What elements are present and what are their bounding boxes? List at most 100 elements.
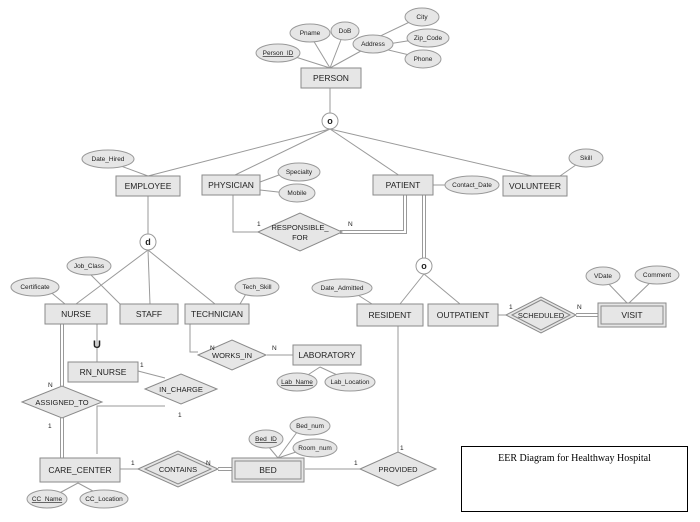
attr-date-hired: Date_Hired xyxy=(81,149,135,169)
svg-text:Date_Admitted: Date_Admitted xyxy=(321,285,364,292)
entity-resident: RESIDENT xyxy=(356,303,424,327)
rel-scheduled: SCHEDULED xyxy=(504,296,578,334)
svg-text:1: 1 xyxy=(140,362,144,369)
rel-works-in: WORKS_IN xyxy=(196,339,268,371)
attr-city: City xyxy=(404,7,440,27)
entity-person: PERSON xyxy=(300,67,362,89)
svg-text:VDate: VDate xyxy=(594,273,612,280)
svg-text:o: o xyxy=(421,261,427,271)
svg-text:LABORATORY: LABORATORY xyxy=(298,350,355,360)
svg-text:1: 1 xyxy=(48,423,52,430)
svg-text:RESIDENT: RESIDENT xyxy=(369,310,412,320)
rel-contains: CONTAINS xyxy=(136,450,220,488)
svg-text:Room_num: Room_num xyxy=(298,445,332,452)
attr-dob: DoB xyxy=(330,21,360,41)
attr-lab-name: Lab_Name xyxy=(276,372,318,392)
svg-text:PATIENT: PATIENT xyxy=(386,180,421,190)
svg-text:o: o xyxy=(327,116,333,126)
svg-text:CC_Name: CC_Name xyxy=(32,496,63,503)
svg-text:N: N xyxy=(48,382,53,389)
entity-care-center: CARE_CENTER xyxy=(39,457,121,483)
attr-specialty: Specialty xyxy=(277,162,321,182)
attr-cc-name: CC_Name xyxy=(26,489,68,509)
attr-room-num: Room_num xyxy=(292,438,338,458)
svg-text:Job_Class: Job_Class xyxy=(74,263,105,270)
rel-responsible-for: RESPONSIBLE_ FOR xyxy=(256,212,344,252)
entity-visit: VISIT xyxy=(597,302,667,328)
svg-text:Person_ID: Person_ID xyxy=(263,50,294,57)
svg-text:City: City xyxy=(416,14,428,21)
svg-text:1: 1 xyxy=(257,221,261,228)
svg-text:CONTAINS: CONTAINS xyxy=(159,465,197,474)
attr-skill: Skill xyxy=(568,148,604,168)
svg-text:d: d xyxy=(145,237,151,247)
svg-text:TECHNICIAN: TECHNICIAN xyxy=(191,309,243,319)
svg-text:VISIT: VISIT xyxy=(621,310,642,320)
svg-text:ASSIGNED_TO: ASSIGNED_TO xyxy=(35,398,88,407)
svg-text:Zip_Code: Zip_Code xyxy=(414,35,443,42)
svg-text:PROVIDED: PROVIDED xyxy=(378,465,418,474)
svg-text:Date_Hired: Date_Hired xyxy=(92,156,125,163)
diagram-title-box: EER Diagram for Healthway Hospital xyxy=(461,446,688,512)
svg-text:Mobile: Mobile xyxy=(287,190,307,197)
attr-zip-code: Zip_Code xyxy=(406,28,450,48)
svg-text:Bed_num: Bed_num xyxy=(296,423,324,430)
attr-lab-location: Lab_Location xyxy=(324,372,376,392)
svg-text:STAFF: STAFF xyxy=(136,309,162,319)
attr-phone: Phone xyxy=(404,49,442,69)
svg-text:N: N xyxy=(348,221,353,228)
svg-text:Comment: Comment xyxy=(643,272,671,279)
entity-nurse: NURSE xyxy=(44,303,108,325)
svg-text:Certificate: Certificate xyxy=(20,284,50,291)
overlap-circle-person: o xyxy=(321,112,339,130)
entity-volunteer: VOLUNTEER xyxy=(502,175,568,197)
svg-text:CARE_CENTER: CARE_CENTER xyxy=(48,465,111,475)
attr-comment: Comment xyxy=(634,265,680,285)
svg-text:1: 1 xyxy=(509,304,513,311)
attr-job-class: Job_Class xyxy=(66,256,112,276)
subset-symbol: U xyxy=(93,339,101,351)
svg-text:N: N xyxy=(210,345,215,352)
entity-rn-nurse: RN_NURSE xyxy=(67,361,139,383)
disjoint-circle-employee: d xyxy=(139,233,157,251)
connector-lines xyxy=(47,17,657,498)
attr-cc-location: CC_Location xyxy=(79,489,129,509)
svg-text:BED: BED xyxy=(259,465,276,475)
entity-laboratory: LABORATORY xyxy=(292,344,362,366)
svg-text:N: N xyxy=(577,304,582,311)
attr-person-id: Person_ID xyxy=(255,43,301,63)
diagram-title: EER Diagram for Healthway Hospital xyxy=(498,453,651,464)
entity-technician: TECHNICIAN xyxy=(184,303,250,325)
svg-text:Pname: Pname xyxy=(300,30,321,37)
svg-text:N: N xyxy=(206,460,211,467)
rel-in-charge: IN_CHARGE xyxy=(143,373,219,405)
svg-text:PHYSICIAN: PHYSICIAN xyxy=(208,180,254,190)
svg-text:VOLUNTEER: VOLUNTEER xyxy=(509,181,561,191)
svg-text:DoB: DoB xyxy=(339,28,352,35)
entity-bed: BED xyxy=(231,457,305,483)
attr-bed-id: Bed_ID xyxy=(248,429,284,449)
svg-text:Contact_Date: Contact_Date xyxy=(452,182,492,189)
svg-text:OUTPATIENT: OUTPATIENT xyxy=(437,310,490,320)
svg-text:PERSON: PERSON xyxy=(313,73,349,83)
svg-text:Skill: Skill xyxy=(580,155,592,162)
svg-text:N: N xyxy=(272,345,277,352)
attr-tech-skill: Tech_Skill xyxy=(234,277,280,297)
svg-text:FOR: FOR xyxy=(292,233,308,242)
svg-text:RN_NURSE: RN_NURSE xyxy=(80,367,127,377)
svg-text:WORKS_IN: WORKS_IN xyxy=(212,351,252,360)
svg-text:EMPLOYEE: EMPLOYEE xyxy=(125,181,172,191)
svg-text:SCHEDULED: SCHEDULED xyxy=(518,311,565,320)
svg-text:Lab_Name: Lab_Name xyxy=(281,379,313,386)
rel-provided: PROVIDED xyxy=(358,451,438,487)
svg-text:1: 1 xyxy=(400,445,404,452)
svg-text:RESPONSIBLE_: RESPONSIBLE_ xyxy=(271,223,329,232)
svg-text:1: 1 xyxy=(178,412,182,419)
attr-contact-date: Contact_Date xyxy=(444,175,500,195)
double-lines xyxy=(60,195,598,471)
overlap-circle-patient: o xyxy=(415,257,433,275)
attr-pname: Pname xyxy=(289,23,331,43)
attr-vdate: VDate xyxy=(585,266,621,286)
attr-address: Address xyxy=(352,34,394,54)
